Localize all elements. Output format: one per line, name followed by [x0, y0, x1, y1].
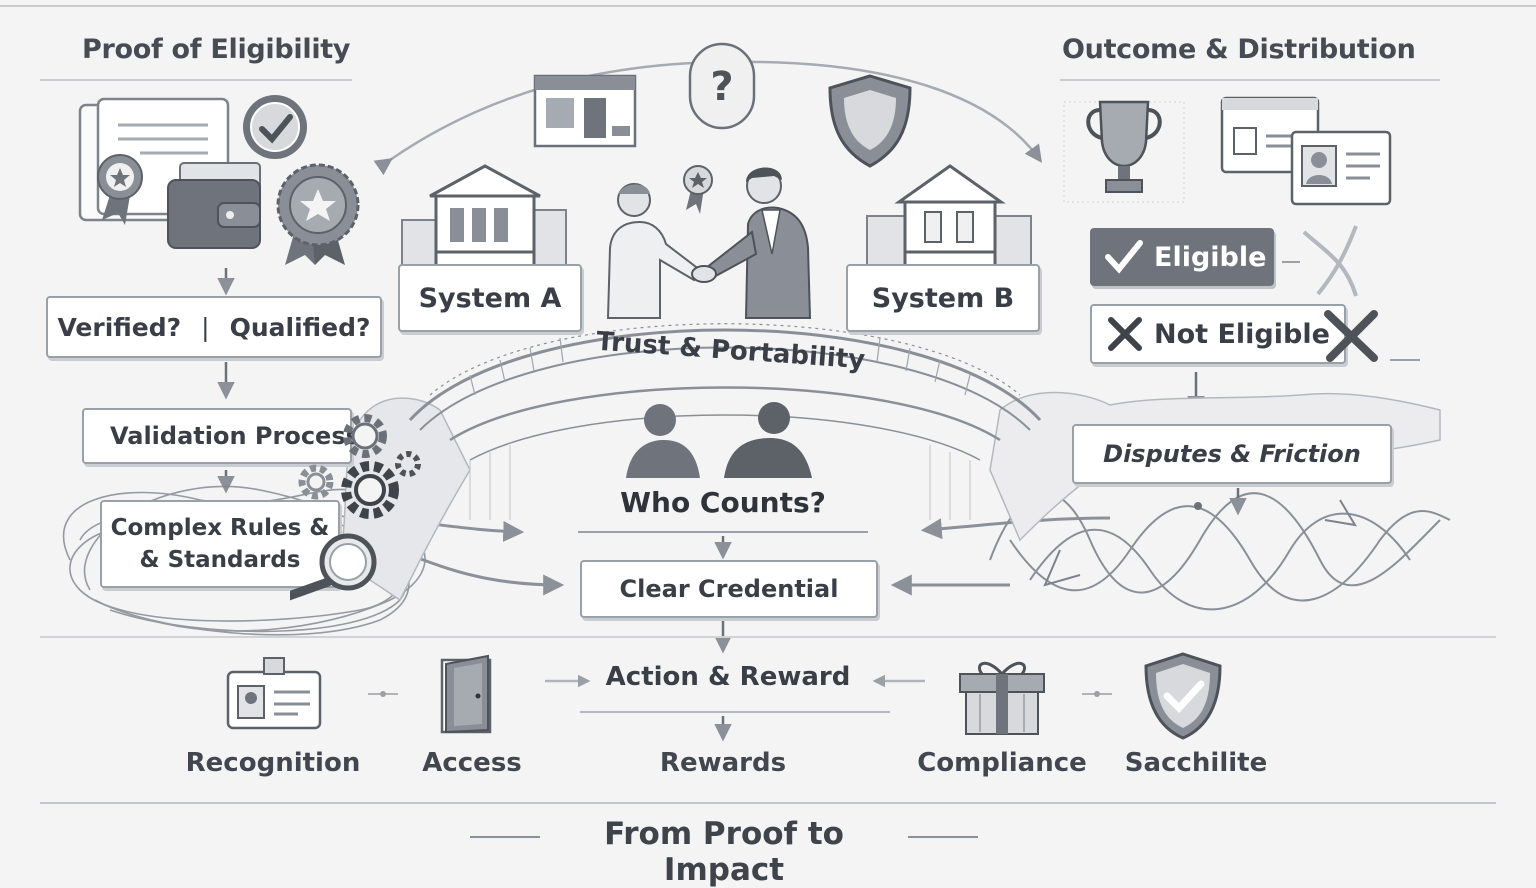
x-mark-icon [1108, 317, 1142, 351]
heading-outcome-distribution: Outcome & Distribution [1062, 34, 1416, 65]
validation-process-box: Validation Process [82, 408, 360, 464]
people-silhouette-icon [626, 402, 812, 478]
gears-cluster [290, 414, 421, 601]
gear-icon [395, 451, 421, 477]
eligible-badge: Eligible [1090, 228, 1274, 286]
gear-icon [298, 464, 334, 500]
shield-check-icon [1144, 652, 1222, 740]
ribbon-seal-icon [97, 154, 143, 225]
gear-icon [343, 414, 387, 458]
action-reward-label: Action & Reward [605, 662, 851, 692]
eligible-label: Eligible [1154, 241, 1267, 273]
ribbon-badge-icon [683, 165, 713, 214]
star-badge-icon [276, 163, 360, 265]
system-a-box: System A [398, 264, 582, 332]
rewards-label: Rewards [659, 748, 787, 778]
trophy-icon [1063, 100, 1185, 203]
svg-text:?: ? [710, 64, 733, 110]
rules-line-1: Complex Rules & [110, 515, 330, 541]
rules-line-2: & Standards [139, 547, 301, 573]
building-icon [533, 74, 637, 148]
validation-label: Validation Process [110, 422, 360, 450]
qualified-label: Qualified? [229, 312, 371, 342]
clear-credential-box: Clear Credential [580, 560, 878, 618]
disputes-label: Disputes & Friction [1103, 440, 1361, 468]
sacchilite-label: Sacchilite [1124, 748, 1268, 778]
verified-label: Verified? [57, 312, 182, 342]
door-icon [440, 654, 492, 734]
compliance-label: Compliance [917, 748, 1087, 778]
verification-box: Verified? | Qualified? [46, 296, 382, 358]
eligibility-icon-cluster [78, 95, 360, 265]
system-b-label: System B [871, 282, 1015, 314]
check-icon [1105, 240, 1143, 274]
complex-rules-box: Complex Rules & & Standards [100, 500, 340, 588]
hook-icon [1302, 225, 1358, 297]
not-eligible-box: Not Eligible [1090, 304, 1346, 364]
building-icon [401, 164, 567, 270]
question-icon: ? [688, 42, 756, 130]
checkmark-seal-icon [243, 95, 307, 159]
gift-icon [959, 661, 1045, 735]
wallet-icon [167, 162, 261, 249]
id-card-icon [226, 657, 322, 730]
access-label: Access [422, 748, 522, 778]
disputes-box: Disputes & Friction [1072, 424, 1392, 484]
id-card-icon [1290, 130, 1392, 206]
system-b-box: System B [846, 264, 1040, 332]
separator: | [201, 312, 210, 342]
building-icon [866, 164, 1032, 270]
heading-proof-of-eligibility: Proof of Eligibility [82, 34, 351, 65]
clear-credential-label: Clear Credential [619, 575, 839, 603]
recognition-label: Recognition [185, 748, 361, 778]
gear-icon [341, 461, 399, 519]
shield-icon [828, 74, 912, 168]
x-mark-icon [1324, 310, 1378, 362]
handshake-icon [606, 165, 812, 319]
who-counts-label: Who Counts? [620, 486, 826, 519]
magnifier-icon [290, 533, 377, 601]
top-icons: ? [533, 42, 912, 168]
footer-title: From Proof to Impact [604, 816, 844, 888]
outcome-icons [1063, 96, 1392, 206]
system-a-label: System A [418, 282, 562, 314]
not-eligible-label: Not Eligible [1154, 318, 1330, 350]
